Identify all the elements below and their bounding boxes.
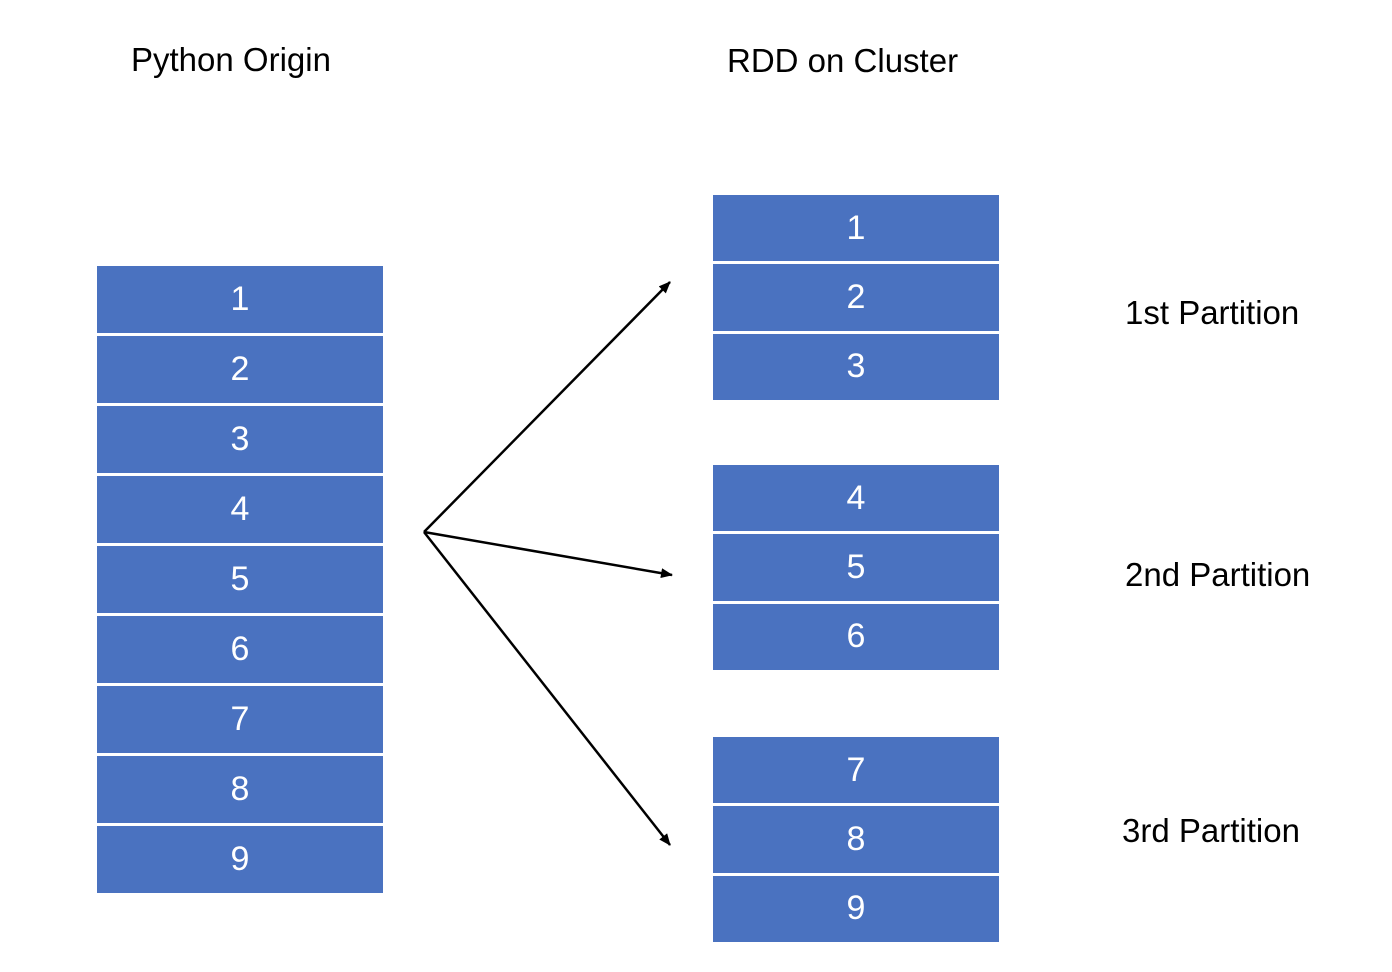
origin-item-2: 2 bbox=[97, 336, 383, 403]
rdd-on-cluster-title: RDD on Cluster bbox=[727, 42, 959, 79]
partition-1-block: 1 2 3 bbox=[713, 195, 999, 400]
origin-item-5: 5 bbox=[97, 546, 383, 613]
partition-2-item: 6 bbox=[713, 603, 999, 670]
partition-3-item: 9 bbox=[713, 875, 999, 942]
partition-2-item: 4 bbox=[713, 465, 999, 532]
arrow-to-partition-1 bbox=[423, 281, 671, 533]
arrow-to-partition-3 bbox=[423, 531, 671, 846]
arrow-to-partition-2 bbox=[423, 530, 673, 579]
origin-item-4: 4 bbox=[97, 476, 383, 543]
partition-1-item: 3 bbox=[713, 333, 999, 400]
partition-3-label: 3rd Partition bbox=[1122, 812, 1300, 849]
origin-item-8: 8 bbox=[97, 756, 383, 823]
partition-3-item: 8 bbox=[713, 806, 999, 873]
partition-2-label: 2nd Partition bbox=[1125, 556, 1311, 593]
partition-3-item: 7 bbox=[713, 737, 999, 804]
python-origin-list: 1 2 3 4 5 6 7 8 9 bbox=[97, 266, 383, 893]
python-origin-title: Python Origin bbox=[131, 41, 331, 78]
partition-1-item: 2 bbox=[713, 264, 999, 331]
origin-item-1: 1 bbox=[97, 266, 383, 333]
origin-item-9: 9 bbox=[97, 826, 383, 893]
partition-2-item: 5 bbox=[713, 534, 999, 601]
origin-item-3: 3 bbox=[97, 406, 383, 473]
origin-item-6: 6 bbox=[97, 616, 383, 683]
partition-2-block: 4 5 6 bbox=[713, 465, 999, 670]
partition-1-label: 1st Partition bbox=[1125, 294, 1300, 331]
partition-1-item: 1 bbox=[713, 195, 999, 262]
partition-3-block: 7 8 9 bbox=[713, 737, 999, 942]
origin-item-7: 7 bbox=[97, 686, 383, 753]
